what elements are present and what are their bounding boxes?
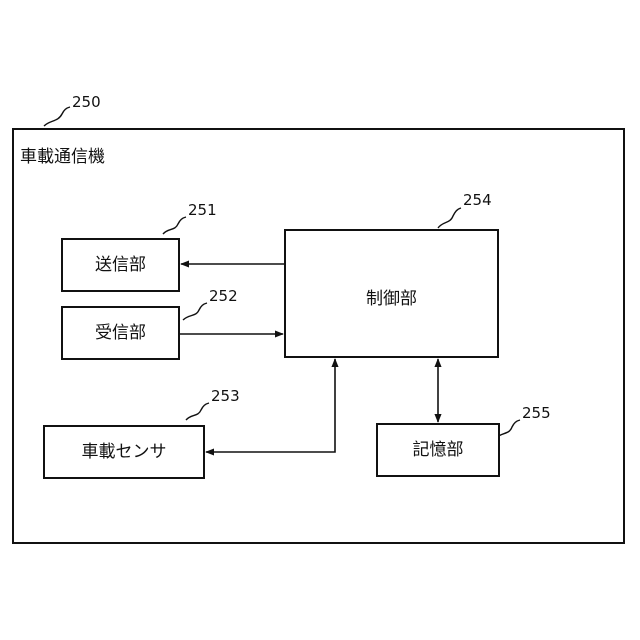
sender-box: 送信部 [61, 238, 180, 292]
sender-label: 送信部 [95, 255, 146, 275]
sender-ref-number: 251 [188, 203, 217, 218]
memory-box: 記憶部 [376, 423, 500, 477]
receiver-label: 受信部 [95, 323, 146, 343]
receiver-box: 受信部 [61, 306, 180, 360]
onboard-sensor-box: 車載センサ [43, 425, 205, 479]
control-ref-number: 254 [463, 193, 492, 208]
control-unit-label: 制御部 [366, 289, 417, 309]
memory-ref-number: 255 [522, 406, 551, 421]
memory-label: 記憶部 [413, 440, 464, 460]
frame-ref-number: 250 [72, 95, 101, 110]
receiver-ref-number: 252 [209, 289, 238, 304]
leader-250 [44, 107, 70, 126]
control-unit-box: 制御部 [284, 229, 499, 358]
onboard-sensor-label: 車載センサ [82, 442, 167, 462]
frame-title: 車載通信機 [20, 147, 105, 167]
sensor-ref-number: 253 [211, 389, 240, 404]
